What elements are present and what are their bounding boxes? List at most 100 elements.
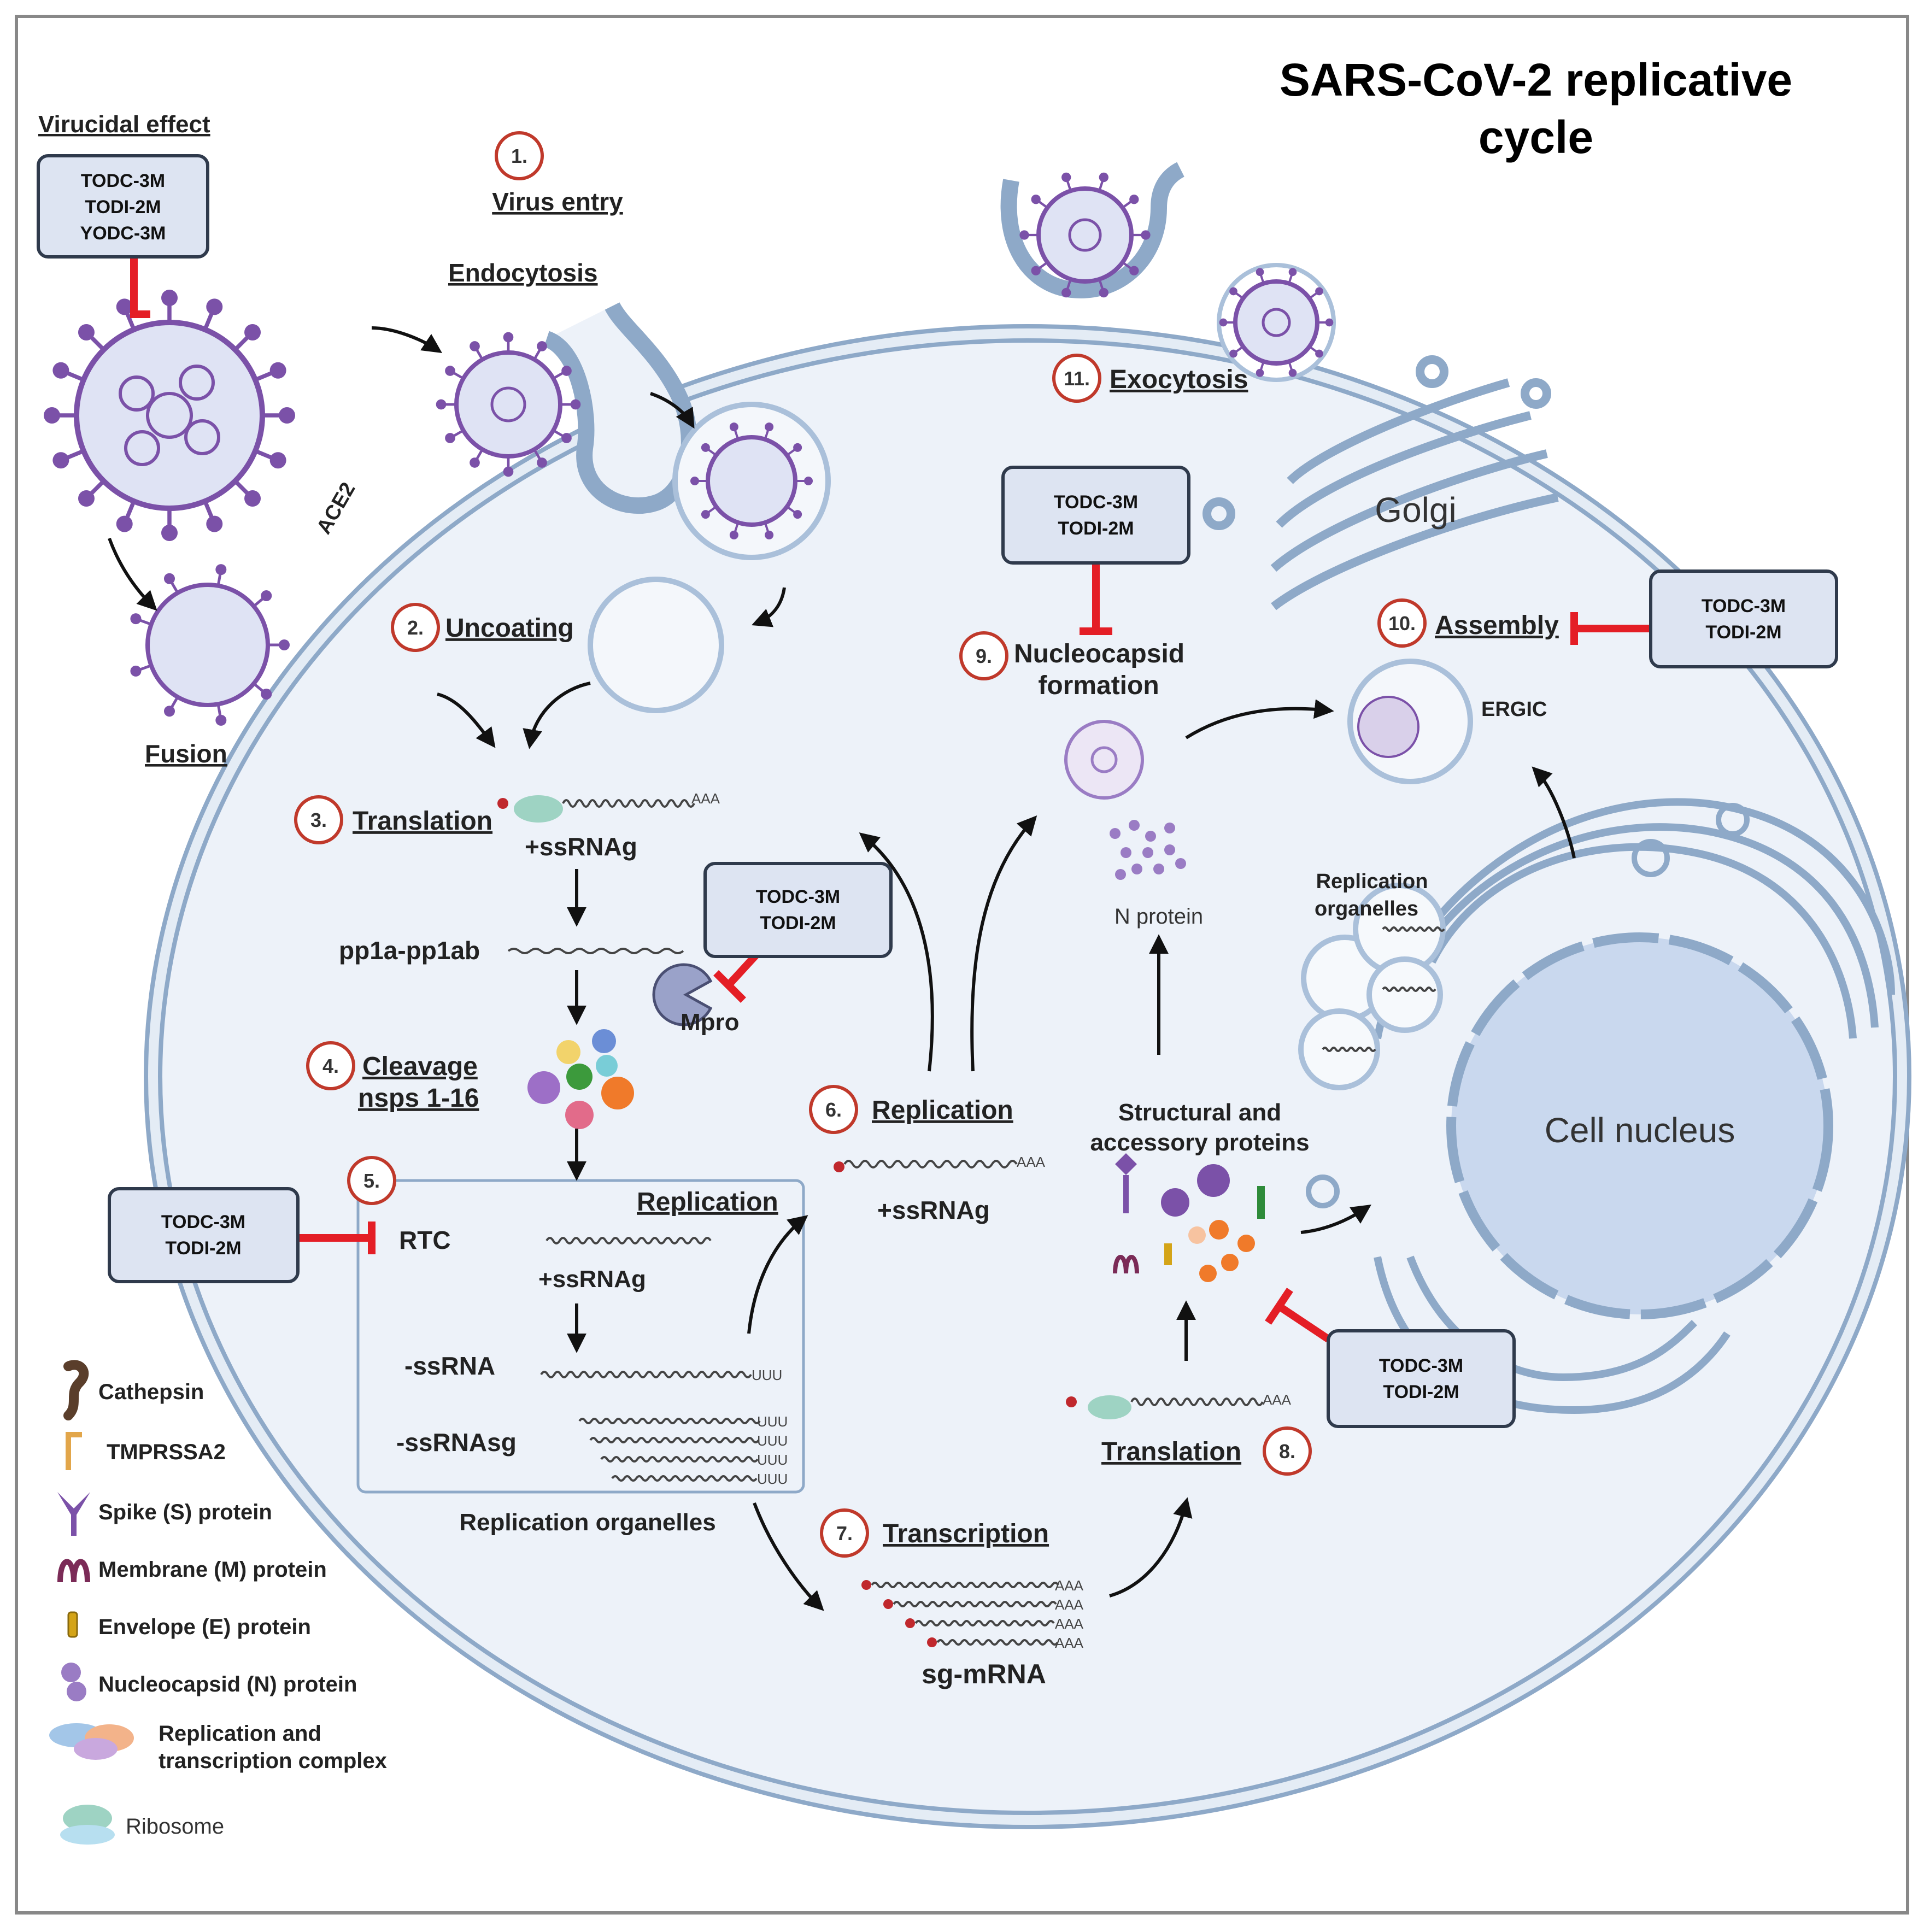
drug-box-mpro: TODC-3M TODI-2M [703,862,893,958]
envelope-protein-icon [67,1611,78,1638]
structural-label-1: Structural and [1118,1099,1281,1126]
legend-item-0: Cathepsin [63,1360,204,1420]
svg-text:9.: 9. [976,645,992,667]
legend-item-2: Spike (S) protein [57,1492,272,1536]
svg-text:1.: 1. [511,145,527,167]
n-protein-dots [1110,820,1186,880]
svg-text:TODC-3M: TODC-3M [1379,1355,1463,1376]
virus-fusion [130,564,290,726]
title-line-2: cycle [1479,111,1593,163]
spike-icon [57,1492,90,1536]
svg-text:Virus entry: Virus entry [492,187,623,216]
replication-organelles-label: Replication organelles [459,1509,715,1536]
membrane-protein-icon [57,1559,90,1583]
step-s3: 3.Translation [294,795,492,844]
svg-text:AAA: AAA [1055,1577,1084,1594]
svg-text:8.: 8. [1279,1440,1295,1463]
golgi-label: Golgi [1375,490,1456,530]
svg-text:Replication: Replication [872,1096,1013,1125]
legend-label: Spike (S) protein [98,1500,272,1524]
legend-label: TMPRSSA2 [107,1440,226,1464]
ssrnag-label-2: +ssRNAg [538,1266,646,1293]
ssrnag-label-3: +ssRNAg [877,1196,990,1224]
cathepsin-icon [63,1360,89,1420]
svg-text:TODC-3M: TODC-3M [756,886,840,907]
virus-uncoating-vesicle [588,577,724,713]
svg-text:TODC-3M: TODC-3M [1054,492,1138,513]
endocytosis-pit [543,302,697,514]
legend-item-3: Membrane (M) protein [57,1558,327,1583]
pp1a-label: pp1a-pp1ab [339,936,480,965]
step-s11: 11.Exocytosis [1052,354,1248,403]
ssrnag-label-1: +ssRNAg [525,832,637,861]
svg-text:Uncoating: Uncoating [445,614,574,643]
rtc-icon [49,1723,134,1760]
step-s5: 5. Replication [347,1156,778,1217]
svg-text:AAA: AAA [1055,1616,1084,1632]
mpro-icon [652,963,713,1026]
virus-exo-2 [1217,263,1336,382]
svg-text:6.: 6. [825,1099,842,1121]
golgi-apparatus [1202,355,1559,610]
svg-text:Transcription: Transcription [883,1519,1049,1548]
svg-text:UUU: UUU [757,1471,788,1487]
virucidal-label: Virucidal effect [38,111,210,138]
fusion-label: Fusion [145,739,227,768]
legend-label: Ribosome [126,1814,224,1839]
legend-label: Replication and [159,1722,321,1746]
neg-ssrna-label: -ssRNA [404,1352,495,1380]
svg-text:Translation: Translation [1101,1437,1241,1466]
ergic-vesicle [1347,659,1473,784]
svg-text:5.: 5. [363,1170,380,1192]
svg-text:10.: 10. [1388,612,1416,635]
step-s2: 2. Uncoating [391,603,574,652]
n-protein-label: N protein [1114,905,1203,929]
legend-item-4: Envelope (E) protein [67,1611,311,1639]
legend-item-1: TMPRSSA2 [66,1432,226,1470]
legend-label: Envelope (E) protein [98,1615,311,1639]
step-s8: 8. Translation [1101,1426,1312,1476]
ribosome-icon [60,1805,115,1845]
svg-text:TODC-3M: TODC-3M [81,171,165,191]
svg-text:4.: 4. [322,1055,339,1077]
svg-text:AAA: AAA [691,790,720,807]
flow-arrows [108,326,1576,1611]
svg-text:TODI-2M: TODI-2M [165,1238,241,1259]
drug-box-assembly: TODC-3M TODI-2M [1649,569,1838,668]
svg-text:AAA: AAA [1017,1154,1046,1170]
svg-text:2.: 2. [407,616,424,639]
mpro-label: Mpro [681,1009,740,1036]
legend-item-7: Ribosome [60,1805,224,1845]
legend-label: Cathepsin [98,1380,204,1404]
ergic-label: ERGIC [1481,698,1547,721]
svg-text:TODI-2M: TODI-2M [1058,518,1134,539]
virus-endosome-2 [672,402,831,560]
inhibition-lines [130,257,1651,1342]
svg-text:AAA: AAA [1055,1596,1084,1613]
nucleocapsid-icon [61,1663,86,1701]
svg-text:TODI-2M: TODI-2M [1705,622,1781,643]
nucleocapsid-cluster [1064,720,1144,800]
sg-mrna-label: sg-mRNA [922,1659,1046,1689]
step-s1: 1. Virus entry [492,131,623,216]
svg-text:Exocytosis: Exocytosis [1110,365,1248,394]
virus-exo-1 [1019,172,1151,298]
svg-text:Nucleocapsid: Nucleocapsid [1014,639,1184,668]
step-markers: 1.Virus entry2.Uncoating3.Translation4.C… [294,131,1559,1558]
drug-box-structural: TODC-3M TODI-2M [1327,1329,1516,1428]
svg-text:UUU: UUU [757,1413,788,1430]
legend-label: Nucleocapsid (N) protein [98,1672,357,1696]
rtc-label: RTC [399,1226,451,1254]
step-s7: 7. Transcription [820,1508,1049,1558]
legend-item-5: Nucleocapsid (N) protein [61,1663,357,1701]
svg-text:YODC-3M: YODC-3M [80,223,166,244]
tmprss2-icon [66,1432,82,1470]
svg-text:Replication: Replication [637,1188,778,1217]
nsps-proteins [527,1029,634,1129]
svg-text:7.: 7. [836,1522,853,1545]
virus-outside [44,290,295,541]
virus-endosome [436,332,581,477]
